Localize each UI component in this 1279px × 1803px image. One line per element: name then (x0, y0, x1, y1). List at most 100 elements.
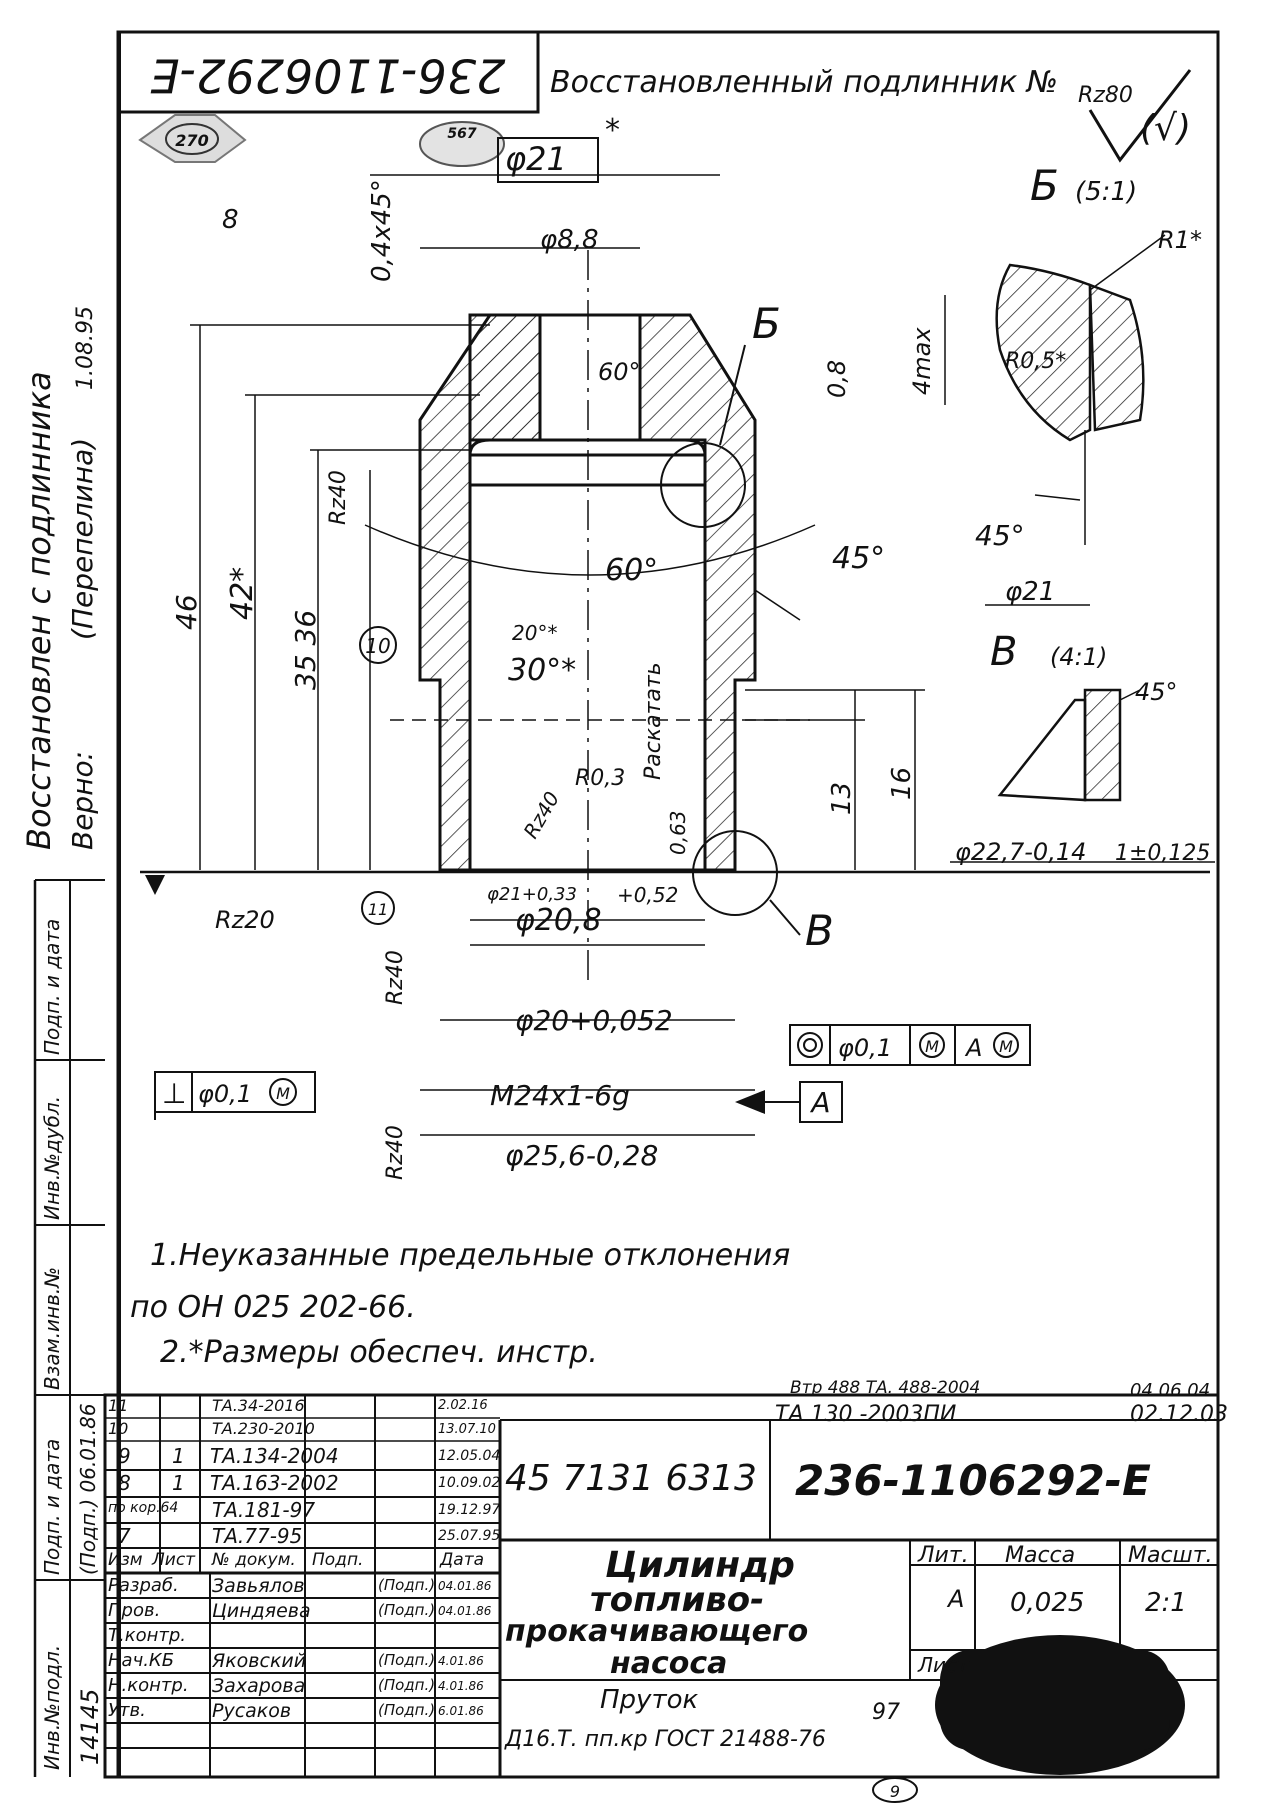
person-6-date: 6.01.86 (438, 1704, 484, 1718)
head-sign: Подп. (312, 1550, 364, 1570)
stamp-270: 270 (138, 114, 247, 163)
dim-a45: 45° (832, 541, 885, 576)
concentricity-frame: φ0,1 M A M (789, 1024, 1031, 1066)
dim-d21: φ21 (505, 140, 567, 178)
main-part-section (390, 250, 810, 980)
position-10 (359, 626, 397, 664)
person-5-role: Н.контр. (108, 1675, 189, 1696)
dim-h42: 42* (225, 567, 260, 620)
pos-10-label: 10 (365, 634, 390, 658)
person-6-name: Русаков (212, 1700, 292, 1722)
head-date: Дата (440, 1550, 485, 1570)
person-2-name: Циндяева (212, 1600, 311, 1622)
svg-text:(Перепелина): (Перепелина) (66, 438, 99, 640)
head-doc: № докум. (212, 1550, 296, 1570)
svg-text:M: M (925, 1037, 939, 1056)
person-2-date: 04.01.86 (438, 1604, 492, 1618)
dim-chamfer: 0,4х45° (367, 179, 397, 282)
dim-d21-box (497, 137, 599, 183)
concentricity-icon (797, 1032, 823, 1058)
document-code: 45 7131 6313 (505, 1458, 757, 1499)
material-2: Д16.Т. пп.кр ГОСТ 21488-76 (505, 1727, 826, 1752)
svg-text:(4:1): (4:1) (1050, 643, 1107, 671)
dim-d208tol: +0,52 (617, 883, 678, 907)
sheet-small-number: 8 (222, 205, 239, 235)
person-5-sign: (Подп.) (378, 1676, 436, 1694)
part-top-left (468, 313, 542, 442)
note-1a: 1.Неуказанные предельные отклонения (150, 1238, 791, 1273)
svg-text:В: В (990, 629, 1017, 675)
rev-row-4-doc: ТА.163-2002 (210, 1471, 339, 1495)
rev-row-2-date: 13.07.10 (438, 1422, 496, 1437)
note-rasp: Раскатать (641, 662, 666, 780)
title-block-grid (33, 879, 1220, 1779)
svg-text:φ0,1: φ0,1 (198, 1080, 252, 1108)
page-number-circle (872, 1777, 918, 1803)
perpendicularity-icon: ⊥ (162, 1077, 186, 1110)
note-2: 2.*Размеры обеспеч. инстр. (160, 1335, 598, 1370)
dim-rz20: Rz20 (215, 906, 275, 934)
scale-label: Масшт. (1128, 1543, 1213, 1568)
dim-d21tol: φ21+0,33 (487, 884, 577, 905)
dim-a30: 30°* (508, 653, 576, 688)
person-5-date: 4.01.86 (438, 1679, 484, 1693)
rev-row-3-izm: 9 (118, 1444, 131, 1468)
pos-11-label: 11 (368, 900, 388, 919)
detail-b: Б (5:1) R1* R0,5* 4max 45° φ21 (908, 161, 1202, 607)
rev-row-2-izm: 10 (108, 1419, 129, 1438)
part-name-1: Цилиндр (605, 1545, 795, 1586)
scale-value: 2:1 (1145, 1588, 1187, 1618)
head-izm: Изм (108, 1550, 143, 1570)
strip-podp-data-1: Подп. и дата (40, 1438, 64, 1575)
material-1: Пруток (600, 1685, 699, 1715)
person-1-name: Завьялов (212, 1575, 305, 1597)
svg-text:A: A (964, 1034, 982, 1062)
svg-text:4max: 4max (908, 327, 936, 395)
rev-row-4-date: 10.09.02 (438, 1475, 501, 1491)
mass-value: 0,025 (1010, 1588, 1085, 1618)
lit-value: А (948, 1585, 965, 1613)
dim-h46: 46 (170, 594, 203, 630)
svg-text:(5:1): (5:1) (1075, 177, 1137, 207)
svg-text:φ21: φ21 (1005, 577, 1055, 607)
rev-row-3-doc: ТА.134-2004 (210, 1444, 339, 1468)
person-1-sign: (Подп.) (378, 1576, 436, 1594)
svg-text:φ0,1: φ0,1 (838, 1034, 892, 1062)
document-number: 236-1106292-E (795, 1456, 1151, 1505)
dim-h3536: 35 36 (289, 610, 322, 690)
svg-text:M: M (999, 1037, 1013, 1056)
top-note-1-date: 04.06.04 (1130, 1380, 1211, 1401)
base-triangle-icon (145, 875, 165, 895)
strip-podp-data-2: Подп. и дата (40, 918, 64, 1055)
svg-text:Б: Б (1030, 161, 1059, 210)
dim-a20: 20°* (512, 621, 557, 645)
person-6-role: Утв. (108, 1700, 146, 1721)
svg-text:1.08.95: 1.08.95 (73, 306, 98, 390)
top-drawing-number: 236-1106292-E (151, 49, 506, 103)
dim-a60-top: 60° (598, 358, 641, 386)
rev-row-6-doc: ТА.77-95 (212, 1524, 303, 1548)
label-v: В (805, 906, 834, 955)
page-number: 9 (890, 1782, 900, 1801)
svg-text:45°: 45° (1135, 678, 1178, 706)
dim-d88: φ8,8 (540, 225, 599, 255)
strip-inv-podl: Инв.№подл. (40, 1644, 64, 1770)
svg-text:M: M (276, 1084, 290, 1103)
dimension-lines (190, 174, 925, 1091)
mass-label: Масса (1005, 1543, 1076, 1568)
dim-d20: φ20+0,052 (515, 1004, 673, 1037)
dim-h16: 16 (887, 767, 917, 800)
top-note-2: ТА 130 -2003ПИ (775, 1402, 957, 1427)
strip-inv-date: (Подп.) 06.01.86 (76, 1403, 100, 1575)
dim-s063: 0,63 (666, 810, 690, 855)
sheet-label: Лист (918, 1653, 969, 1677)
person-1-date: 04.01.86 (438, 1579, 492, 1593)
person-5-name: Захарова (212, 1675, 306, 1697)
dim-d21-star: * (605, 113, 620, 148)
callout-b-circle (660, 442, 746, 528)
person-2-sign: (Подп.) (378, 1601, 436, 1619)
svg-text:Верно:: Верно: (66, 751, 99, 850)
note-1b: по ОН 025 202-66. (130, 1290, 416, 1325)
top-number-box (116, 30, 540, 114)
